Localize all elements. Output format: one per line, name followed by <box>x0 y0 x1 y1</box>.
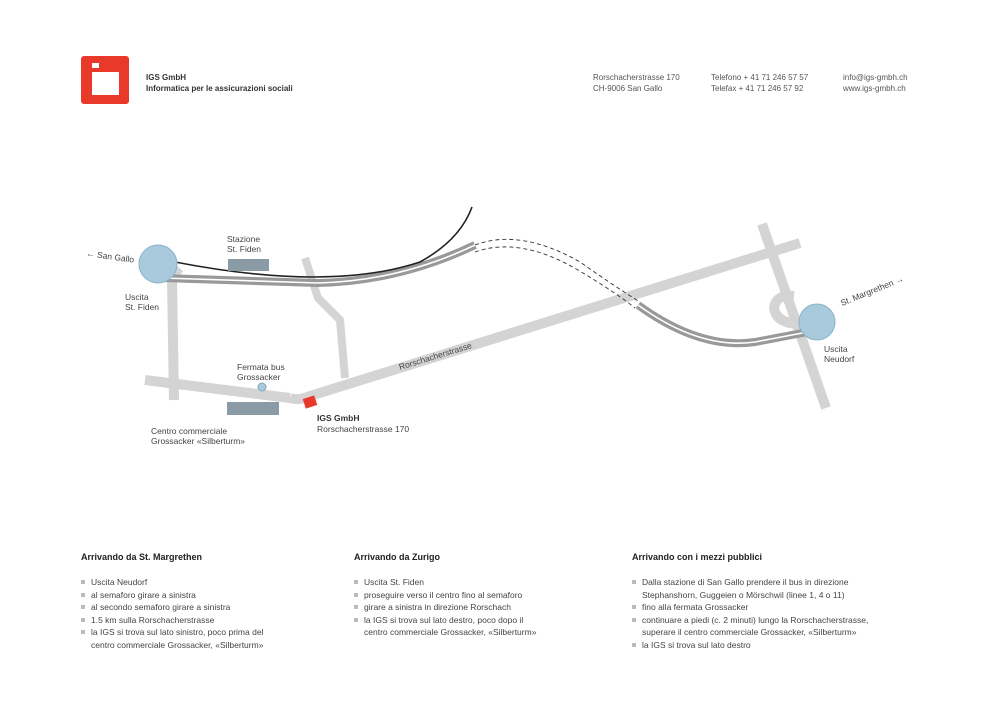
street-name-label: Rorschacherstrasse <box>398 340 473 372</box>
bus-stop-label-line1: Fermata bus <box>237 362 285 372</box>
list-item: girare a sinistra in direzione Rorschach <box>354 601 614 614</box>
website-link[interactable]: www.igs-gmbh.ch <box>843 84 906 93</box>
list-item: Stephanshorn, Guggeien o Mörschwil (line… <box>642 589 845 600</box>
email-link[interactable]: info@igs-gmbh.ch <box>843 73 908 82</box>
phone-line: Telefono + 41 71 246 57 57 <box>711 73 809 82</box>
directions-zurigo: Arrivando da Zurigo Uscita St. Fiden pro… <box>354 552 614 639</box>
igs-building-marker <box>302 395 318 409</box>
exit-st-fiden-circle <box>138 244 178 284</box>
list-item: al secondo semaforo girare a sinistra <box>81 601 341 614</box>
rorschacherstrasse-road <box>288 238 802 405</box>
road-side-street <box>301 256 349 379</box>
railway-tunnel <box>474 238 641 303</box>
list-item: la IGS si trova sul lato destro <box>632 639 932 652</box>
exit-st-fiden-label-line2: St. Fiden <box>125 302 159 312</box>
directions-mezzi-pubblici: Arrivando con i mezzi pubblici Dalla sta… <box>632 552 932 651</box>
web-block: info@igs-gmbh.ch www.igs-gmbh.ch <box>843 72 908 94</box>
directions-st-margrethen: Arrivando da St. Margrethen Uscita Neudo… <box>81 552 341 651</box>
list-item: fino alla fermata Grossacker <box>632 601 932 614</box>
list-item: centro commerciale Grossacker, «Silbertu… <box>364 627 537 637</box>
exit-st-fiden-label-line1: Uscita <box>125 292 149 302</box>
list-item: proseguire verso il centro fino al semaf… <box>354 589 614 602</box>
railway-track-main-inner <box>161 244 476 284</box>
exit-neudorf-label-line1: Uscita <box>824 344 848 354</box>
railway-tunnel-2 <box>474 246 636 309</box>
list-item: continuare a piedi (c. 2 minuti) lungo l… <box>632 614 932 627</box>
mall-label-line2: Grossacker «Silberturm» <box>151 436 245 446</box>
bus-stop-marker <box>257 382 267 392</box>
list-item: la IGS si trova sul lato sinistro, poco … <box>81 626 341 639</box>
directions-list: Uscita Neudorf al semaforo girare a sini… <box>81 576 341 651</box>
list-item: la IGS si trova sul lato destro, poco do… <box>354 614 614 627</box>
address-line1: Rorschacherstrasse 170 <box>593 73 680 82</box>
igs-location-name: IGS GmbH <box>317 413 360 423</box>
address-block: Rorschacherstrasse 170 CH-9006 San Gallo <box>593 72 680 94</box>
address-line2: CH-9006 San Gallo <box>593 84 663 93</box>
list-item: Uscita Neudorf <box>81 576 341 589</box>
exit-neudorf-label-line2: Neudorf <box>824 354 855 364</box>
direction-st-margrethen-label: St. Margrethen → <box>839 273 905 307</box>
railway-track-east-inner <box>637 304 819 344</box>
directions-title: Arrivando da Zurigo <box>354 552 441 562</box>
road-lower-west <box>144 375 291 403</box>
roads <box>144 222 831 410</box>
fax-line: Telefax + 41 71 246 57 92 <box>711 84 804 93</box>
phone-block: Telefono + 41 71 246 57 57 Telefax + 41 … <box>711 72 808 94</box>
station-st-fiden-label-line1: Stazione <box>227 234 260 244</box>
list-item: superare il centro commerciale Grossacke… <box>642 627 857 637</box>
road-loop-east <box>769 290 797 329</box>
company-tagline: Informatica per le assicurazioni sociali <box>146 84 293 93</box>
railway-line-north <box>174 206 473 278</box>
list-item: al semaforo girare a sinistra <box>81 589 341 602</box>
igs-logo <box>81 56 129 104</box>
station-st-fiden <box>228 259 269 271</box>
directions-list: Dalla stazione di San Gallo prendere il … <box>632 576 932 651</box>
exit-neudorf-circle <box>798 303 836 341</box>
directions-list: Uscita St. Fiden proseguire verso il cen… <box>354 576 614 639</box>
company-name: IGS GmbH <box>146 73 187 82</box>
direction-san-gallo-label: ← San Gallo <box>86 248 135 265</box>
directions-title: Arrivando da St. Margrethen <box>81 552 203 562</box>
igs-location-address: Rorschacherstrasse 170 <box>317 424 409 434</box>
station-st-fiden-label-line2: St. Fiden <box>227 244 261 254</box>
list-item: Uscita St. Fiden <box>354 576 614 589</box>
list-item: centro commerciale Grossacker, «Silbertu… <box>91 639 264 650</box>
mall-building <box>227 402 279 415</box>
directions-title: Arrivando con i mezzi pubblici <box>632 552 763 562</box>
bus-stop-label-line2: Grossacker <box>237 372 281 382</box>
railway <box>161 206 819 348</box>
road-vertical-east <box>757 222 831 410</box>
mall-label-line1: Centro commerciale <box>151 426 227 436</box>
company-block: IGS GmbH Informatica per le assicurazion… <box>146 72 293 94</box>
list-item: Dalla stazione di San Gallo prendere il … <box>632 576 932 589</box>
list-item: 1.5 km sulla Rorschacherstrasse <box>81 614 341 627</box>
